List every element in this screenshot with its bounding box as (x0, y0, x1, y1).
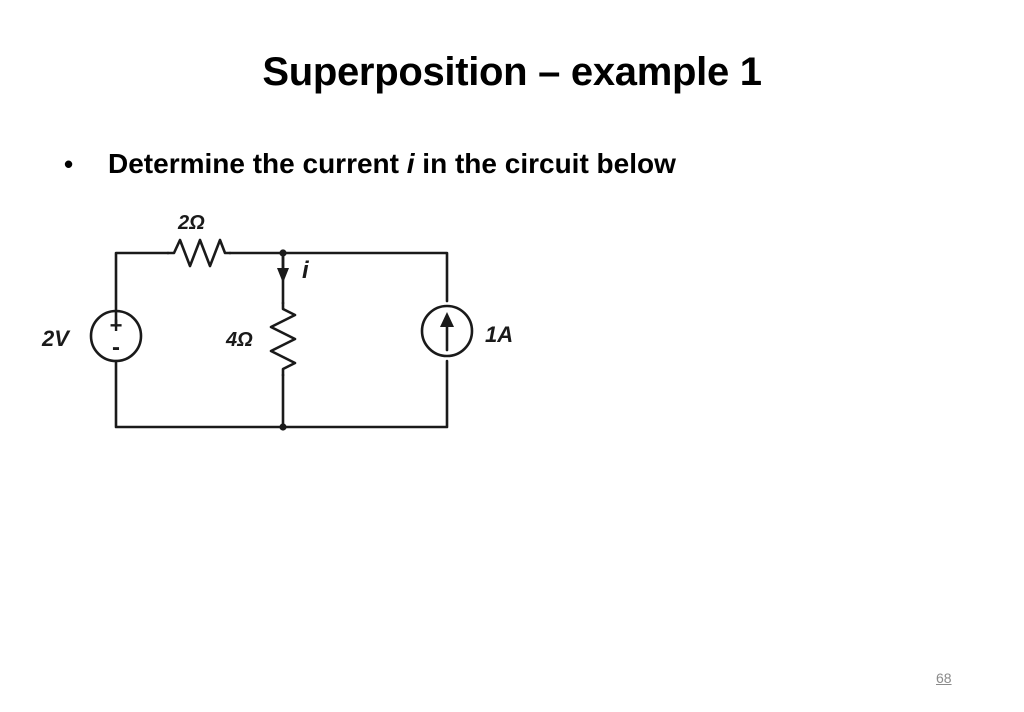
voltage-source-label: 2V (41, 326, 71, 351)
bullet-variable: i (406, 148, 415, 179)
wire-top-mid (228, 251, 449, 303)
current-source-label: 1A (485, 322, 513, 347)
resistor-4-ohm (269, 301, 297, 377)
current-i-label: i (302, 257, 310, 284)
resistor-4-ohm-label: 4Ω (225, 329, 253, 351)
resistor-2-ohm (166, 238, 232, 268)
bullet-text-suffix: in the circuit below (414, 148, 676, 179)
slide-title: Superposition – example 1 (262, 50, 762, 94)
voltage-source-plus-sign: + (110, 313, 123, 338)
voltage-source-symbol (89, 309, 143, 363)
bullet-item: • Determine the current i in the circuit… (60, 144, 676, 184)
junction-dot-top (279, 249, 287, 257)
voltage-source-minus-sign: - (112, 334, 120, 361)
bullet-dot-icon: • (64, 148, 74, 179)
wire-right-bottom (114, 359, 449, 429)
bullet-text-prefix: Determine the current (108, 148, 407, 179)
current-source-symbol (420, 304, 474, 358)
current-source-arrow-icon (440, 312, 454, 327)
resistor-2-ohm-label: 2Ω (177, 212, 205, 234)
current-i-arrow-icon (277, 268, 289, 283)
junction-dot-bottom (279, 423, 287, 431)
bullet-text: Determine the current i in the circuit b… (108, 148, 676, 180)
wire-left-top (114, 251, 170, 328)
page-number: 68 (936, 670, 952, 686)
